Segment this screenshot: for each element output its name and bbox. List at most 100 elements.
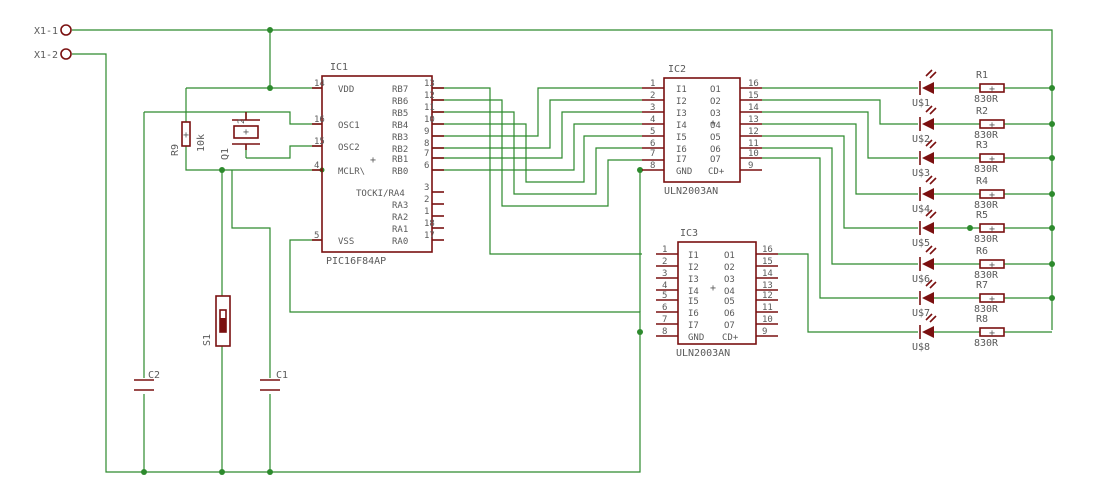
connector-x1-1-label: X1-1: [34, 26, 58, 37]
r9-name: R9: [170, 144, 181, 156]
led-label: U$3: [912, 168, 930, 179]
resistor-value: 830R: [974, 270, 999, 281]
ic1-pin-label: RB5: [392, 109, 408, 119]
ic3-pin-label: O3: [724, 275, 735, 285]
ic1-pin-label: RB6: [392, 97, 408, 107]
resistor-name: R2: [976, 106, 988, 117]
ic1-pin-num: 10: [424, 115, 435, 125]
ic2-pin-label: O1: [710, 85, 721, 95]
ic3-pin-num: 7: [662, 315, 667, 325]
led-label: U$6: [912, 274, 930, 285]
led-resistor-rows: U$1+R1830RU$2+R2830RU$3+R3830RU$4+R4830R…: [912, 69, 1005, 353]
ic3-pin-label: I4: [688, 287, 699, 297]
ic1-pin-label: RA2: [392, 213, 408, 223]
s1-name: S1: [202, 334, 213, 346]
led: U$8: [912, 313, 937, 353]
ic1-pin-label: RA3: [392, 201, 408, 211]
ic3-pin-label: I5: [688, 297, 699, 307]
ic1-pin-num: 5: [314, 231, 319, 241]
resistor-plus: +: [989, 84, 995, 95]
led-icon: [922, 118, 934, 130]
ic1-pin-num: 11: [424, 103, 435, 113]
ic3-pin-num: 5: [662, 291, 667, 301]
resistor-plus: +: [989, 328, 995, 339]
resistor-body: [979, 189, 1005, 199]
ic1-pin-num: 8: [424, 139, 429, 149]
led: U$5: [912, 209, 937, 249]
resistor-name: R1: [976, 70, 988, 81]
led-label: U$4: [912, 204, 930, 215]
led: U$2: [912, 105, 937, 145]
resistor-value: 830R: [974, 130, 999, 141]
led-label: U$2: [912, 134, 930, 145]
resistor: +R4 830R: [974, 176, 1005, 211]
ic1-pin-num: 9: [424, 127, 429, 137]
led-icon: [922, 222, 934, 234]
ic1-pin-label: RA1: [392, 225, 408, 235]
ic1-pin-label: RB0: [392, 167, 408, 177]
connector-x1-1: X1-1: [34, 24, 72, 37]
q1-pin2: 2: [237, 119, 247, 124]
ic2-pin-label: I4: [676, 121, 687, 131]
crystal-q1: + Q1 2: [220, 112, 260, 160]
ic2-pin-num: 7: [650, 149, 655, 159]
resistor-plus: +: [989, 190, 995, 201]
led-icon: [922, 326, 934, 338]
resistor-name: R4: [976, 176, 988, 187]
ic2-pin-label: I3: [676, 109, 687, 119]
ic3-pin-num: 4: [662, 281, 667, 291]
led-icon: [922, 82, 934, 94]
capacitor-c2: C2: [134, 370, 160, 391]
ic1-origin-mark: +: [370, 155, 376, 166]
ic1-pin-num: 4: [314, 161, 319, 171]
ic1-pin-num: 18: [424, 219, 435, 229]
ic2-pin-label: I6: [676, 145, 687, 155]
ic1-pin-label: RB2: [392, 145, 408, 155]
ic2-pin-num: 14: [748, 103, 759, 113]
ic3-pin-label: O4: [724, 287, 735, 297]
ic3-pin-stubs: [656, 253, 778, 337]
ic2-pin-label: GND: [676, 167, 692, 177]
ic1-pin-label: TOCKI/RA4: [356, 189, 405, 199]
led: U$4: [912, 175, 937, 215]
resistor-value: 830R: [974, 234, 999, 245]
ic1-pin-label: MCLR\: [338, 167, 365, 177]
ic3-pin-label: I3: [688, 275, 699, 285]
led-resistor-wires: [934, 87, 1052, 333]
ic3-pin-label: GND: [688, 333, 704, 343]
c1-name: C1: [276, 370, 288, 381]
ic2-pin-label: I5: [676, 133, 687, 143]
ic2-pin-num: 1: [650, 79, 655, 89]
ic3-pin-label: O2: [724, 263, 735, 273]
ic3-pin-num: 2: [662, 257, 667, 267]
ic2-pin-label: I1: [676, 85, 687, 95]
resistor-value: 830R: [974, 200, 999, 211]
led-icon: [922, 152, 934, 164]
ic3-pin-label: I7: [688, 321, 699, 331]
resistor-plus: +: [989, 260, 995, 271]
ic3-left-pins: 1 I1 2 I2 3 I3 4 I4 5 I5 6 I6 7 I7 8 GND: [662, 245, 704, 343]
ic3-pin-num: 6: [662, 303, 667, 313]
led: U$1: [912, 69, 937, 109]
resistor-body: [979, 223, 1005, 233]
led-icon: [922, 258, 934, 270]
ic1-right-pins: RB7 13 RB6 12 RB5 11 RB4 10 RB3 9 RB2 8 …: [356, 79, 435, 247]
resistor-name: R7: [976, 280, 988, 291]
resistor-value: 830R: [974, 164, 999, 175]
ic1-pin-num: 16: [314, 115, 325, 125]
ic1-name: IC1: [330, 62, 348, 73]
ic2-pin-num: 13: [748, 115, 759, 125]
ic1-pin-num: 13: [424, 79, 435, 89]
ic2-pin-num: 5: [650, 127, 655, 137]
r9-value: 10k: [196, 134, 207, 152]
ic1: IC1 PIC16F84AP + 14 VDD 16 OSC1 15 OSC2 …: [312, 62, 444, 267]
q1-plus: +: [243, 127, 249, 138]
ic1-pin-label: RB3: [392, 133, 408, 143]
